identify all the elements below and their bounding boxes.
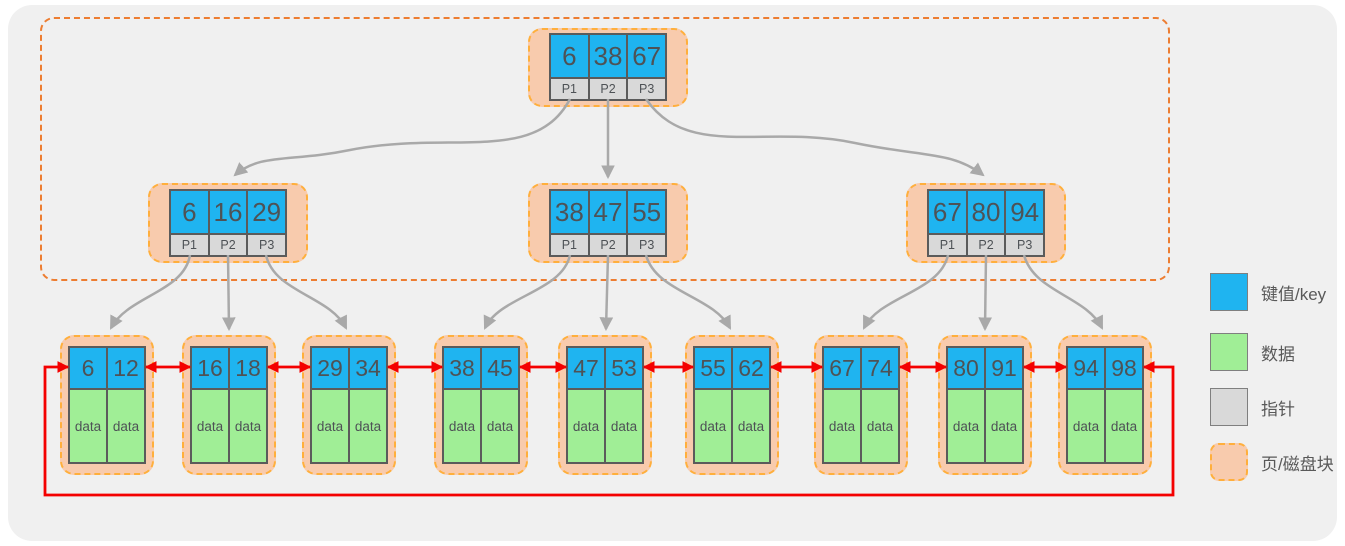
internal-key-cell: 67	[929, 191, 966, 233]
leaf-data-cell: data	[860, 390, 898, 462]
root-page-block: 6 38 67 P1 P2 P3	[528, 28, 688, 107]
leaf-key-cell: 18	[228, 348, 266, 388]
leaf-node-3: 29 34 data data	[310, 346, 388, 464]
leaf-data-cell: data	[984, 390, 1022, 462]
leaf-key-cell: 53	[604, 348, 642, 388]
leaf-data-cell: data	[1068, 390, 1104, 462]
internal-pointer-cell: P1	[551, 235, 588, 255]
internal-pointer-cell: P3	[1004, 235, 1044, 255]
internal-key-cell: 55	[626, 191, 666, 233]
leaf-key-cell: 47	[568, 348, 604, 388]
root-node: 6 38 67 P1 P2 P3	[549, 33, 667, 101]
internal-pointer-cell: P2	[207, 235, 247, 255]
leaf-node-6: 55 62 data data	[693, 346, 771, 464]
root-key-cell: 67	[626, 35, 666, 77]
internal-pointer-cell: P2	[965, 235, 1005, 255]
leaf-node-4: 38 45 data data	[442, 346, 520, 464]
leaf-data-cell: data	[444, 390, 480, 462]
leaf-key-cell: 80	[948, 348, 984, 388]
internal-node-1: 6 16 29 P1 P2 P3	[169, 189, 287, 257]
legend-label: 页/磁盘块	[1261, 454, 1334, 474]
internal-pointer-cell: P3	[626, 235, 666, 255]
leaf-data-cell: data	[695, 390, 731, 462]
leaf-page-block-5: 47 53 data data	[558, 335, 652, 475]
leaf-page-block-3: 29 34 data data	[302, 335, 396, 475]
internal-node-2: 38 47 55 P1 P2 P3	[549, 189, 667, 257]
internal-pointer-cell: P1	[171, 235, 208, 255]
leaf-node-9: 94 98 data data	[1066, 346, 1144, 464]
leaf-key-cell: 55	[695, 348, 731, 388]
internal-key-cell: 80	[965, 191, 1005, 233]
leaf-page-block-1: 6 12 data data	[60, 335, 154, 475]
leaf-data-cell: data	[604, 390, 642, 462]
internal-key-cell: 47	[587, 191, 627, 233]
leaf-data-cell: data	[948, 390, 984, 462]
leaf-page-block-7: 67 74 data data	[814, 335, 908, 475]
internal-pointer-cell: P1	[929, 235, 966, 255]
leaf-data-cell: data	[1104, 390, 1142, 462]
leaf-data-cell: data	[192, 390, 228, 462]
page-swatch	[1210, 443, 1248, 481]
root-key-cell: 6	[551, 35, 588, 77]
pointer-swatch	[1210, 388, 1248, 426]
leaf-data-cell: data	[70, 390, 106, 462]
leaf-data-cell: data	[312, 390, 348, 462]
legend-item-key: 键值/key	[1210, 273, 1326, 311]
internal-key-cell: 16	[207, 191, 247, 233]
legend-item-data: 数据	[1210, 333, 1295, 371]
leaf-key-cell: 29	[312, 348, 348, 388]
internal-key-cell: 6	[171, 191, 208, 233]
leaf-node-1: 6 12 data data	[68, 346, 146, 464]
internal-page-block-2: 38 47 55 P1 P2 P3	[528, 183, 688, 263]
leaf-data-cell: data	[731, 390, 769, 462]
leaf-key-cell: 91	[984, 348, 1022, 388]
legend-item-page: 页/磁盘块	[1210, 443, 1334, 481]
leaf-key-cell: 98	[1104, 348, 1142, 388]
root-pointer-cell: P3	[626, 79, 666, 99]
legend-label: 数据	[1261, 344, 1295, 364]
leaf-page-block-4: 38 45 data data	[434, 335, 528, 475]
internal-key-cell: 29	[246, 191, 286, 233]
leaf-node-7: 67 74 data data	[822, 346, 900, 464]
leaf-key-cell: 38	[444, 348, 480, 388]
root-key-cell: 38	[587, 35, 627, 77]
legend-item-pointer: 指针	[1210, 388, 1295, 426]
leaf-node-5: 47 53 data data	[566, 346, 644, 464]
internal-pointer-cell: P3	[246, 235, 286, 255]
leaf-key-cell: 6	[70, 348, 106, 388]
leaf-data-cell: data	[824, 390, 860, 462]
leaf-node-8: 80 91 data data	[946, 346, 1024, 464]
legend-label: 键值/key	[1261, 284, 1327, 304]
leaf-key-cell: 62	[731, 348, 769, 388]
key-swatch	[1210, 273, 1248, 311]
leaf-page-block-9: 94 98 data data	[1058, 335, 1152, 475]
root-pointer-cell: P1	[551, 79, 588, 99]
leaf-key-cell: 45	[480, 348, 518, 388]
leaf-page-block-2: 16 18 data data	[182, 335, 276, 475]
leaf-node-2: 16 18 data data	[190, 346, 268, 464]
leaf-data-cell: data	[106, 390, 144, 462]
leaf-page-block-8: 80 91 data data	[938, 335, 1032, 475]
internal-page-block-3: 67 80 94 P1 P2 P3	[906, 183, 1066, 263]
leaf-key-cell: 34	[348, 348, 386, 388]
leaf-key-cell: 74	[860, 348, 898, 388]
leaf-data-cell: data	[348, 390, 386, 462]
internal-page-block-1: 6 16 29 P1 P2 P3	[148, 183, 308, 263]
leaf-key-cell: 12	[106, 348, 144, 388]
leaf-key-cell: 67	[824, 348, 860, 388]
internal-key-cell: 38	[551, 191, 588, 233]
internal-node-3: 67 80 94 P1 P2 P3	[927, 189, 1045, 257]
leaf-data-cell: data	[480, 390, 518, 462]
internal-pointer-cell: P2	[587, 235, 627, 255]
leaf-page-block-6: 55 62 data data	[685, 335, 779, 475]
leaf-data-cell: data	[568, 390, 604, 462]
internal-key-cell: 94	[1004, 191, 1044, 233]
leaf-key-cell: 94	[1068, 348, 1104, 388]
leaf-data-cell: data	[228, 390, 266, 462]
data-swatch	[1210, 333, 1248, 371]
legend-label: 指针	[1261, 399, 1295, 419]
leaf-key-cell: 16	[192, 348, 228, 388]
root-pointer-cell: P2	[587, 79, 627, 99]
